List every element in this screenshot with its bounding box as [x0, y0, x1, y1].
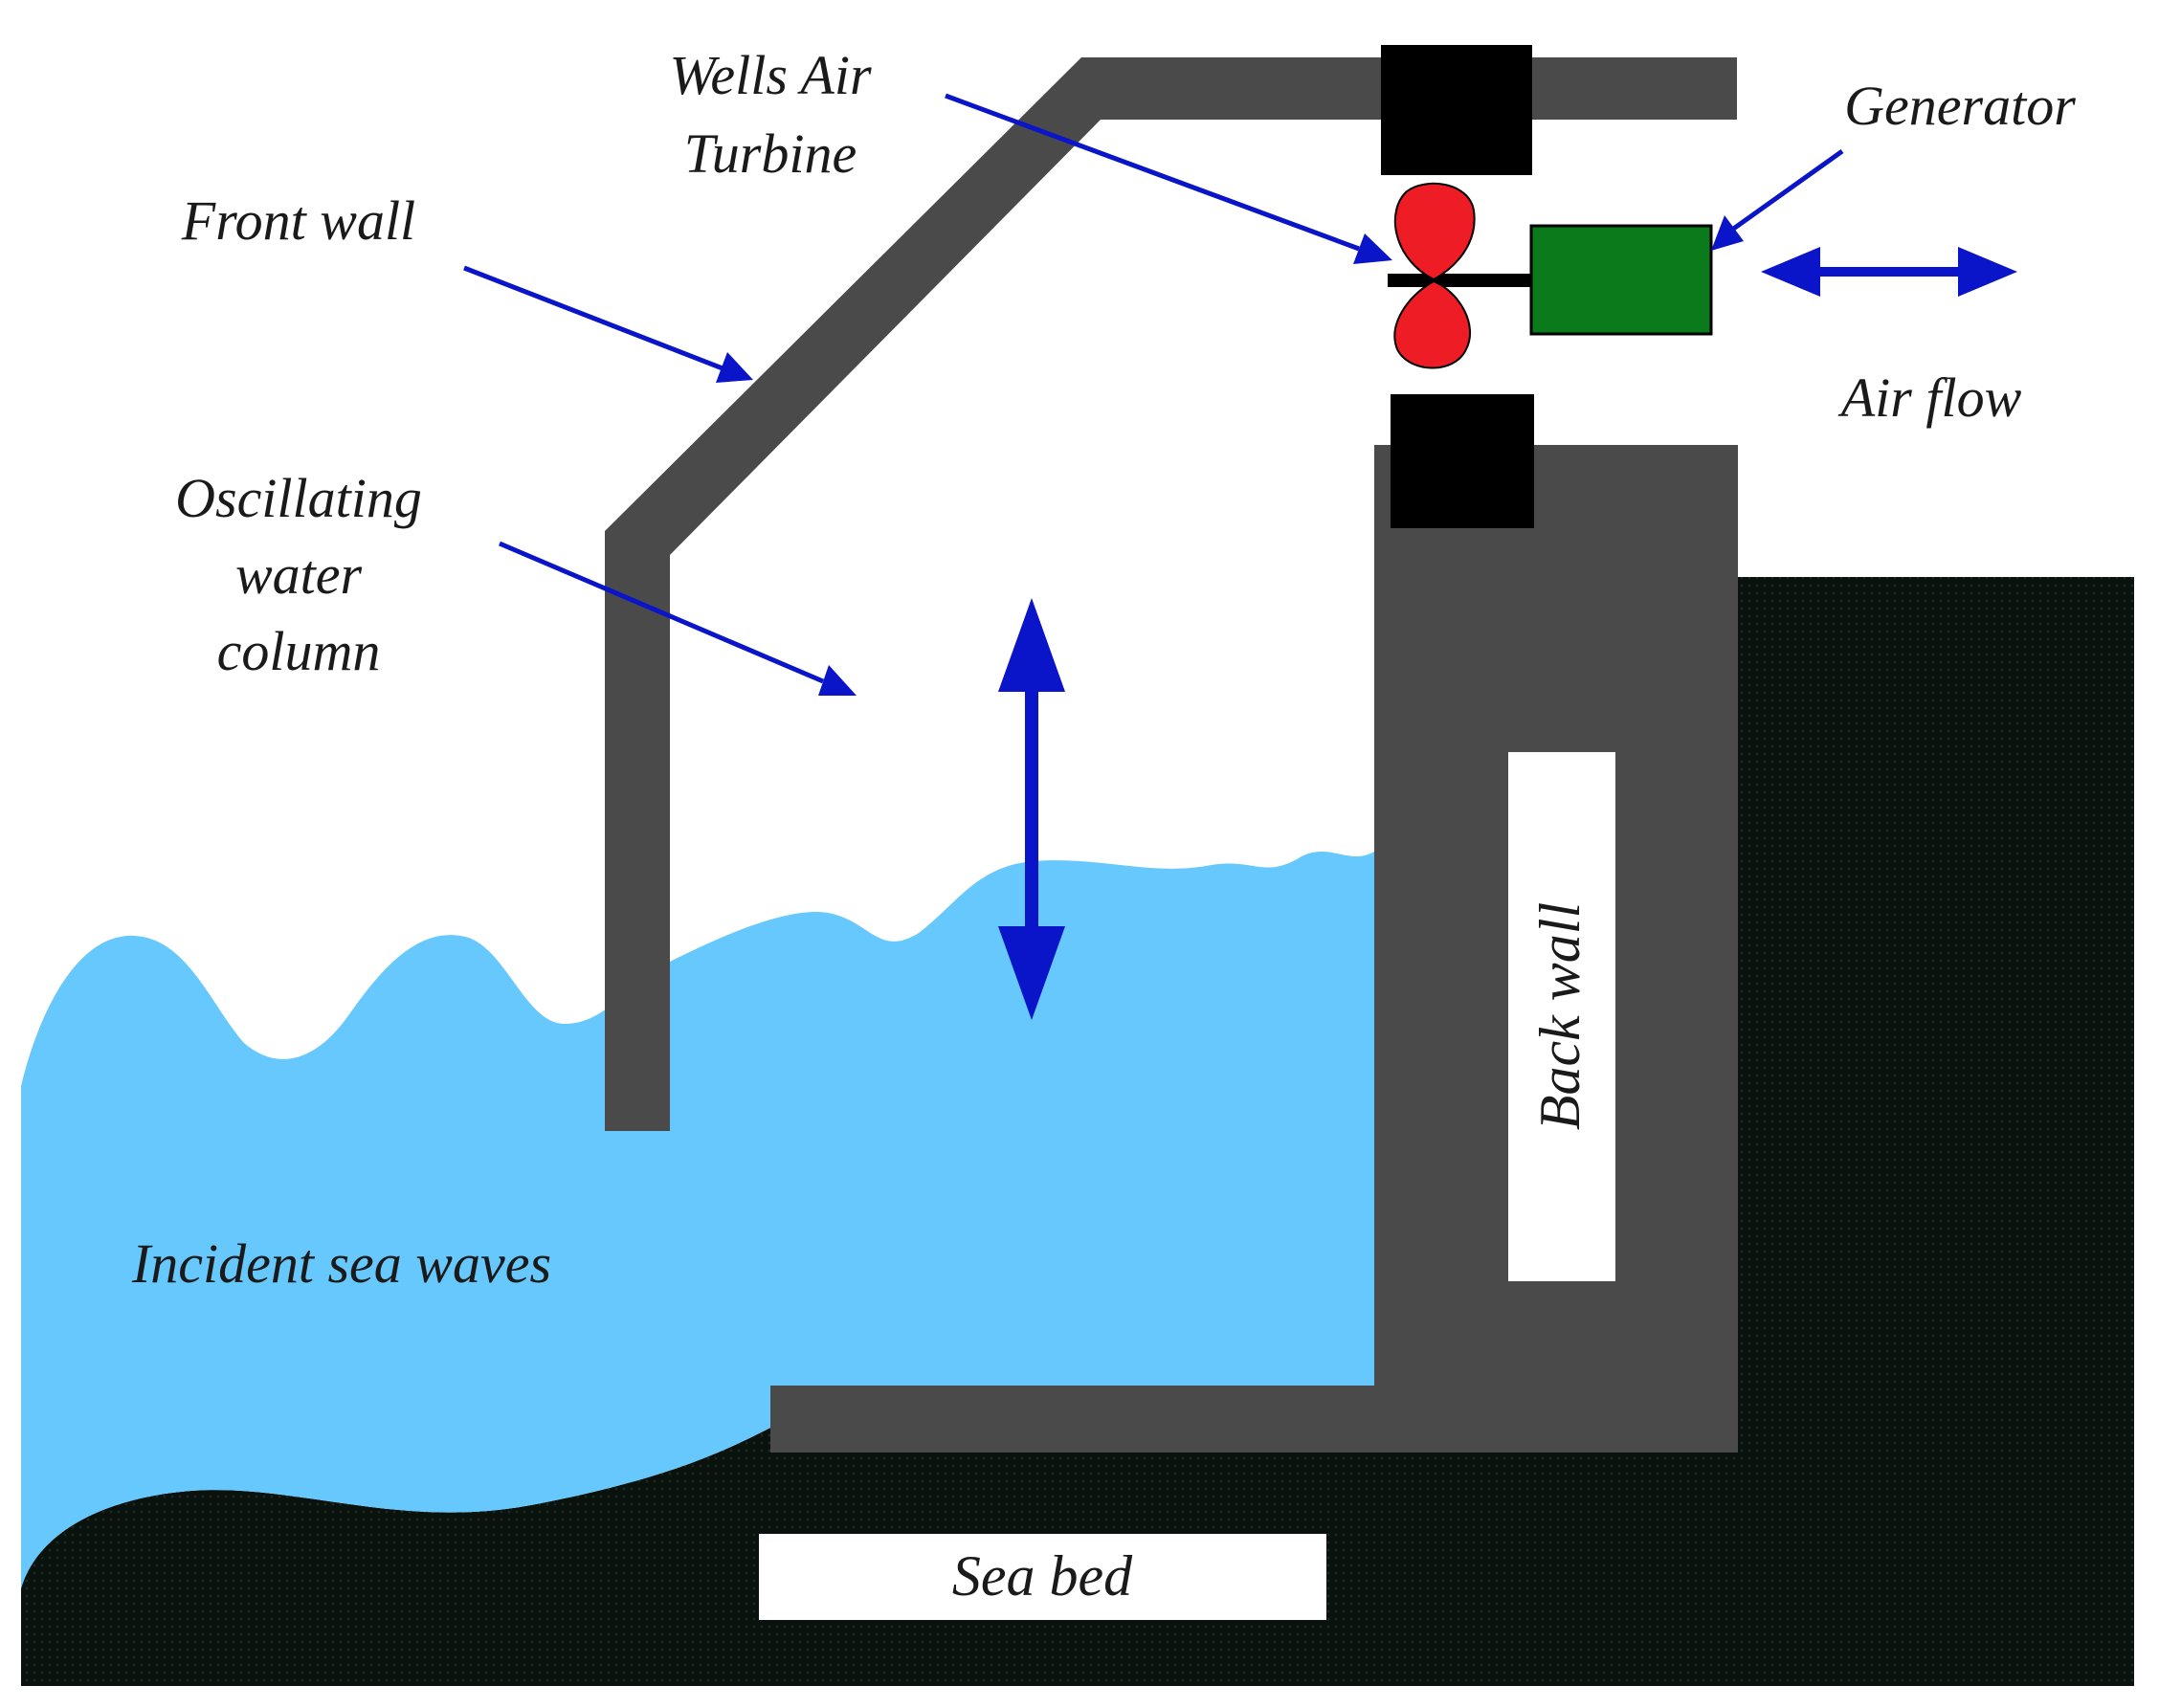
sea-water [21, 852, 1374, 1588]
air-flow-label: Air flow [1837, 366, 2022, 429]
front-wall-label: Front wall [181, 189, 415, 252]
pointer-arrows [463, 93, 1844, 696]
generator-label: Generator [1844, 75, 2076, 137]
owc-label-line2: water [235, 543, 363, 606]
generator-box [1529, 224, 1713, 336]
back-wall-label: Back wall [1528, 902, 1591, 1130]
lower-duct-block [1391, 394, 1534, 528]
owc-label-line3: column [217, 620, 381, 682]
owc-arrow [499, 541, 824, 684]
generator-arrow [1730, 148, 1844, 233]
generator-arrowhead [1711, 215, 1744, 251]
owc-label-line1: Oscillating [175, 467, 422, 529]
base-slab [770, 1386, 1738, 1453]
sea-bed-rock [21, 577, 2134, 1686]
turbine-arrowhead [1353, 233, 1392, 264]
sea-bed-label: Sea bed [952, 1544, 1133, 1608]
back-wall-label-panel [1508, 752, 1615, 1281]
upper-duct-block [1381, 45, 1532, 175]
owc-arrowhead [818, 665, 857, 696]
sea-bed-label-panel [759, 1534, 1326, 1620]
front-wall [605, 57, 1737, 1131]
turbine-arrow [945, 93, 1360, 252]
front-wall-arrowhead [716, 352, 753, 383]
incident-sea-waves-label: Incident sea waves [131, 1232, 551, 1295]
oscillation-arrow [998, 598, 1065, 1020]
air-flow-arrow [1761, 247, 2017, 297]
wells-turbine-rotor [1388, 182, 1541, 369]
front-wall-arrow [463, 265, 723, 371]
wells-air-turbine-label-line2: Turbine [684, 122, 857, 185]
wells-air-turbine-label-line1: Wells Air [669, 44, 872, 106]
